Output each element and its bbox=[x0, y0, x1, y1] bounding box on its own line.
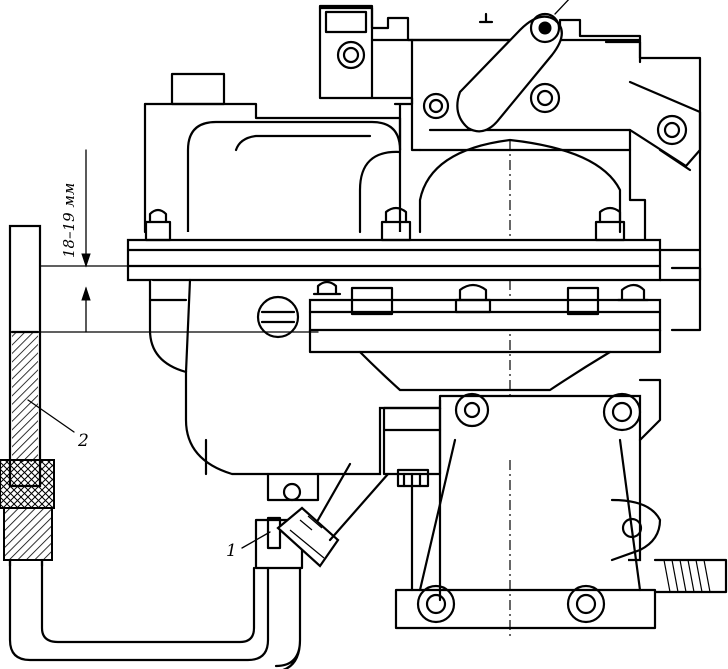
callout-leader-2 bbox=[27, 399, 75, 433]
callout-leader-1 bbox=[241, 531, 271, 549]
lower-screw-1 bbox=[312, 280, 342, 296]
lower-screw-3 bbox=[616, 283, 650, 302]
side-fitting bbox=[670, 266, 702, 332]
idle-screw-spring bbox=[653, 558, 728, 594]
throttle-lever bbox=[456, 0, 570, 133]
callout-label-2: 2 bbox=[77, 431, 89, 451]
throttle-body bbox=[394, 378, 662, 630]
measuring-tube bbox=[0, 224, 55, 568]
dimension-lines bbox=[39, 149, 641, 333]
flange-screw-2 bbox=[380, 206, 412, 242]
choke-linkage bbox=[628, 80, 702, 172]
lower-screw-2 bbox=[454, 283, 492, 314]
glass-u-tube bbox=[8, 558, 302, 669]
carburetor-cover bbox=[143, 72, 632, 640]
float-chamber bbox=[148, 278, 442, 476]
callout-label-1: 1 bbox=[226, 541, 237, 561]
flange-screw-1 bbox=[144, 208, 172, 242]
flange-screw-3 bbox=[594, 206, 626, 242]
drain-fitting bbox=[254, 406, 442, 592]
dimension-label: 18–19 мм bbox=[60, 183, 78, 258]
lower-flange bbox=[308, 280, 662, 392]
